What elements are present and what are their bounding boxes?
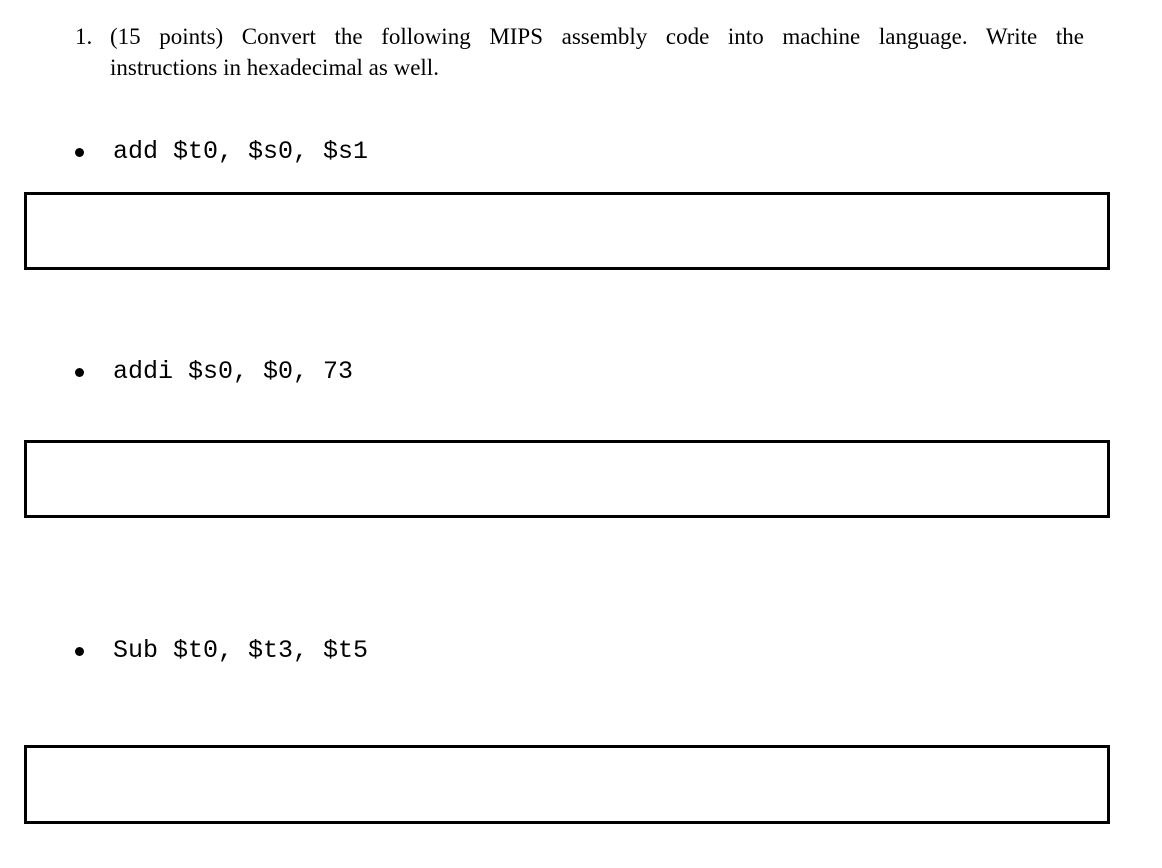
question-text-line1: (15 points) Convert the following MIPS a… [110, 24, 1084, 49]
code-text-sub: Sub $t0, $t3, $t5 [113, 636, 369, 665]
code-item-sub: Sub $t0, $t3, $t5 [75, 637, 368, 665]
code-text-add: add $t0, $s0, $s1 [113, 137, 369, 166]
code-text-addi: addi $s0, $0, 73 [113, 357, 354, 386]
question-number: 1. [75, 24, 93, 49]
answer-box-add[interactable] [24, 192, 1110, 270]
answer-box-sub[interactable] [24, 745, 1110, 824]
bullet-icon [75, 148, 84, 157]
bullet-icon [75, 368, 84, 377]
bullet-icon [75, 647, 84, 656]
answer-box-addi[interactable] [24, 440, 1110, 518]
code-item-add: add $t0, $s0, $s1 [75, 138, 368, 166]
question-text-line2: instructions in hexadecimal as well. [110, 55, 439, 80]
code-item-addi: addi $s0, $0, 73 [75, 358, 353, 386]
question-text: (15 points) Convert the following MIPS a… [110, 21, 1084, 83]
